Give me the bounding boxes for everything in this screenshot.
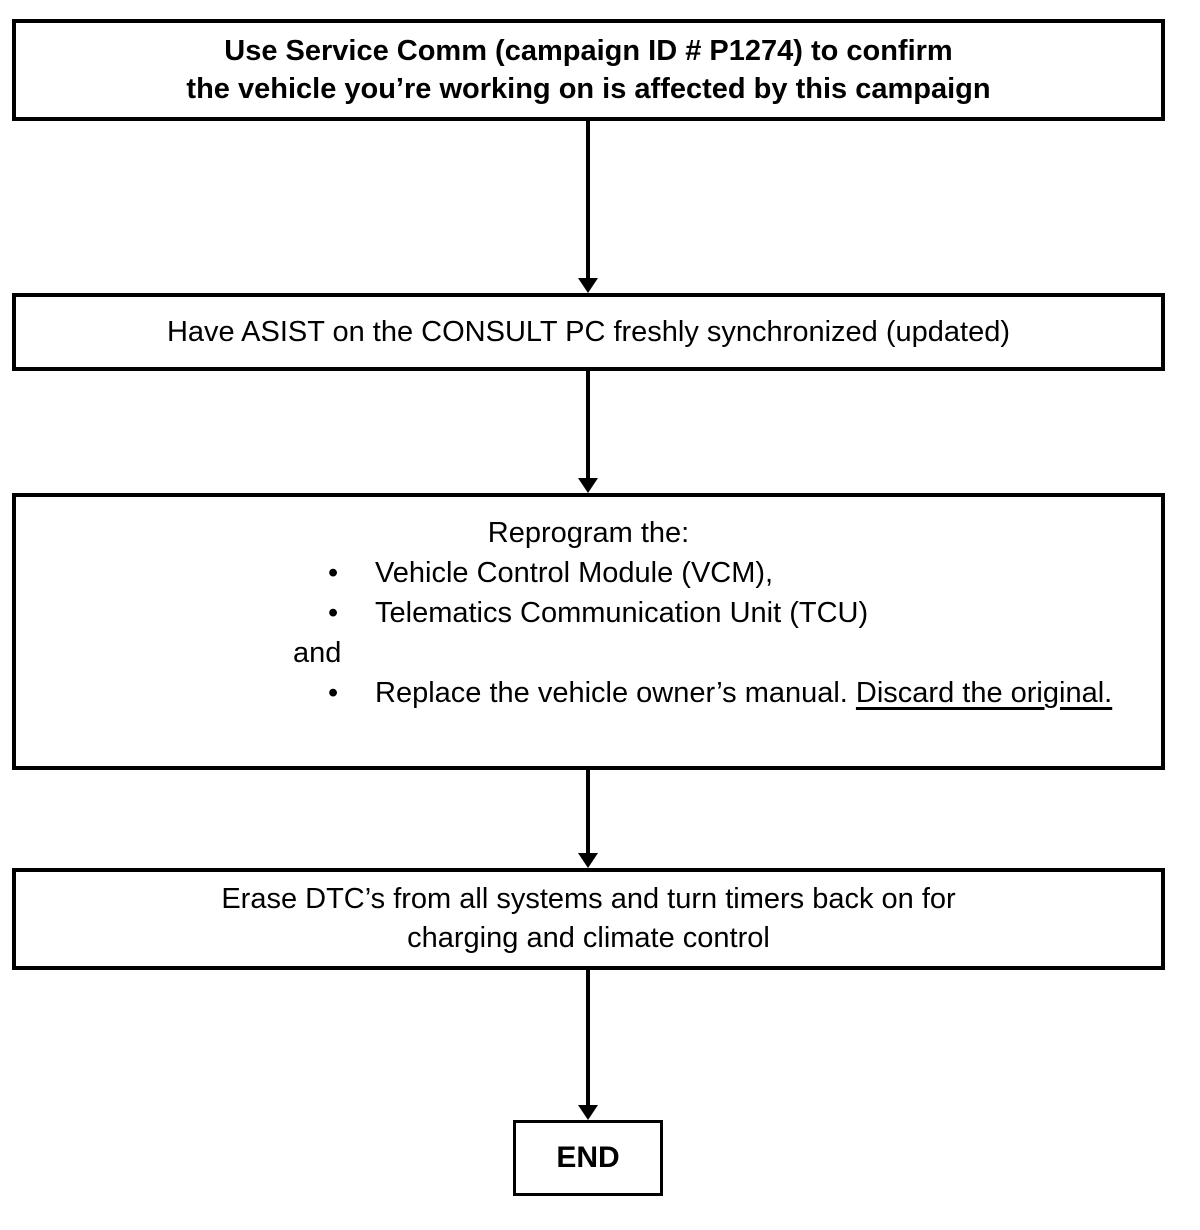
arrow-line xyxy=(586,970,590,1107)
flowchart-node-erase-dtc: Erase DTC’s from all systems and turn ti… xyxy=(12,868,1165,970)
bullet-icon: • xyxy=(328,557,339,589)
list-item-tcu: • Telematics Communication Unit (TCU) xyxy=(293,593,1161,633)
arrow-head-icon xyxy=(578,1105,598,1120)
list-item-vcm-text: Vehicle Control Module (VCM), xyxy=(375,557,774,589)
arrow-head-icon xyxy=(578,853,598,868)
arrow-head-icon xyxy=(578,278,598,293)
arrow-connector-3 xyxy=(578,770,598,868)
list-item-manual: • Replace the vehicle owner’s manual. Di… xyxy=(293,673,1161,713)
asist-text: Have ASIST on the CONSULT PC freshly syn… xyxy=(166,316,1010,348)
manual-text-plain: Replace the vehicle owner’s manual. xyxy=(375,677,856,709)
list-item-manual-text: Replace the vehicle owner’s manual. Disc… xyxy=(375,673,1112,713)
list-item-tcu-text: Telematics Communication Unit (TCU) xyxy=(375,597,869,629)
arrow-head-icon xyxy=(578,478,598,493)
bullet-icon: • xyxy=(328,597,339,629)
list-item-vcm: • Vehicle Control Module (VCM), xyxy=(293,553,1161,593)
manual-text-underlined: Discard the original. xyxy=(855,677,1113,709)
reprogram-list: • Vehicle Control Module (VCM), • Telema… xyxy=(293,553,1161,713)
flowchart-node-asist-sync: Have ASIST on the CONSULT PC freshly syn… xyxy=(12,293,1165,371)
confirm-line1: Use Service Comm (campaign ID # P1274) t… xyxy=(224,35,953,67)
arrow-line xyxy=(586,371,590,480)
end-label: END xyxy=(556,1141,620,1174)
confirm-line2: the vehicle you’re working on is affecte… xyxy=(186,73,991,105)
bullet-icon: • xyxy=(328,677,339,709)
flowchart-node-end: END xyxy=(513,1120,663,1196)
reprogram-title: Reprogram the: xyxy=(487,517,690,549)
erase-line2: charging and climate control xyxy=(407,922,770,954)
list-connector-and: and xyxy=(293,637,342,669)
flowchart-node-confirm-campaign: Use Service Comm (campaign ID # P1274) t… xyxy=(12,19,1165,121)
erase-line1: Erase DTC’s from all systems and turn ti… xyxy=(221,883,956,915)
arrow-connector-1 xyxy=(578,121,598,293)
arrow-connector-2 xyxy=(578,371,598,493)
arrow-line xyxy=(586,121,590,280)
flowchart-node-reprogram: Reprogram the: • Vehicle Control Module … xyxy=(12,493,1165,770)
arrow-line xyxy=(586,770,590,855)
arrow-connector-4 xyxy=(578,970,598,1120)
